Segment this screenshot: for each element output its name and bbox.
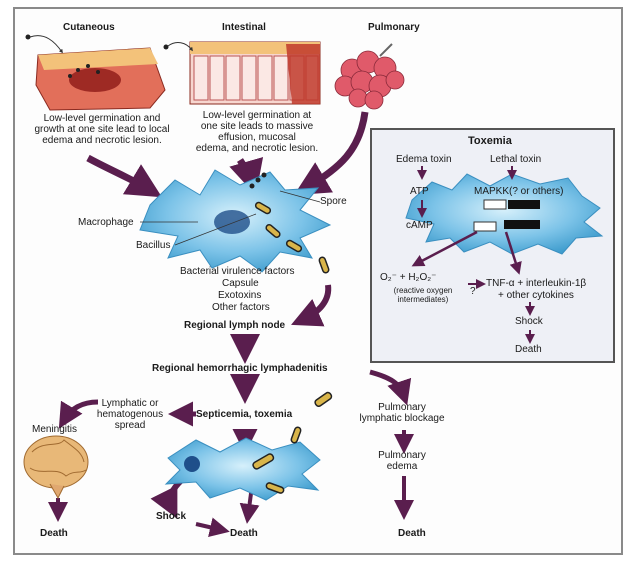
death-edema-label: Death xyxy=(398,528,426,539)
intestinal-title: Intestinal xyxy=(222,22,266,33)
toxemia-artwork xyxy=(405,166,604,344)
bacillus-label: Bacillus xyxy=(136,240,171,251)
cutaneous-description: Low-level germination and growth at one … xyxy=(34,113,170,146)
spores xyxy=(249,172,267,189)
pulmonary-title: Pulmonary xyxy=(368,22,420,33)
spore-leader xyxy=(279,190,321,203)
toxemia-shock-label: Shock xyxy=(515,316,543,327)
regional-lymph-node-label: Regional lymph node xyxy=(184,320,286,331)
spore-label: Spore xyxy=(320,196,347,207)
factor-other: Other factors xyxy=(212,302,270,313)
macrophage-label: Macrophage xyxy=(78,217,134,228)
macrophage-cell xyxy=(139,169,332,273)
intestinal-tissue-image xyxy=(163,41,321,105)
edema-toxin-label: Edema toxin xyxy=(396,154,452,165)
meningitis-label: Meningitis xyxy=(32,424,78,435)
arrow-to-lymph xyxy=(291,284,332,327)
death-shock-label: Death xyxy=(230,528,258,539)
bacilli xyxy=(254,201,330,274)
cytokines-label: + other cytokines xyxy=(498,290,574,301)
lower-bacilli xyxy=(252,391,333,494)
intestinal-description: Low-level germination at one site leads … xyxy=(195,110,319,154)
tnf-label: TNF-α + interleukin-1β xyxy=(486,278,587,289)
arrow-cutaneous xyxy=(86,154,163,198)
toxemia-panel: Toxemia Edema toxin Lethal toxin ATP MAP… xyxy=(370,128,615,363)
atp-label: ATP xyxy=(410,186,429,197)
lymphadenitis-label: Regional hemorrhagic lymphadenitis xyxy=(152,363,328,374)
cutaneous-tissue-image xyxy=(25,34,166,111)
death-meningitis-label: Death xyxy=(40,528,68,539)
bacillus-leader xyxy=(174,213,257,246)
arrow-to-meningitis xyxy=(58,399,99,429)
factor-capsule: Capsule xyxy=(222,278,259,289)
toxemia-death-label: Death xyxy=(515,344,542,355)
arrow-pulmonary xyxy=(293,111,369,196)
septicemia-label: Septicemia, toxemia xyxy=(196,409,293,420)
arrow-to-death-shock xyxy=(195,517,230,538)
arrow-to-blockage xyxy=(369,369,412,406)
arrow-intestinal xyxy=(229,156,264,196)
virulence-factors-title: Bacterial virulence factors xyxy=(180,266,295,277)
cutaneous-title: Cutaneous xyxy=(63,22,115,33)
ros-label: O₂⁻ + H₂O₂⁻ xyxy=(380,272,437,283)
mapkk-label: MAPKK(? or others) xyxy=(474,186,564,197)
shock-label: Shock xyxy=(156,511,187,522)
brain-image xyxy=(23,435,89,500)
toxemia-title: Toxemia xyxy=(468,135,512,147)
camp-label: cAMP xyxy=(406,220,433,231)
factor-exotoxins: Exotoxins xyxy=(218,290,262,301)
question-mark: ? xyxy=(470,286,476,297)
pulmonary-alveoli-image xyxy=(334,43,405,110)
septicemia-macrophage-cell xyxy=(164,437,321,501)
lethal-toxin-label: Lethal toxin xyxy=(490,154,542,165)
